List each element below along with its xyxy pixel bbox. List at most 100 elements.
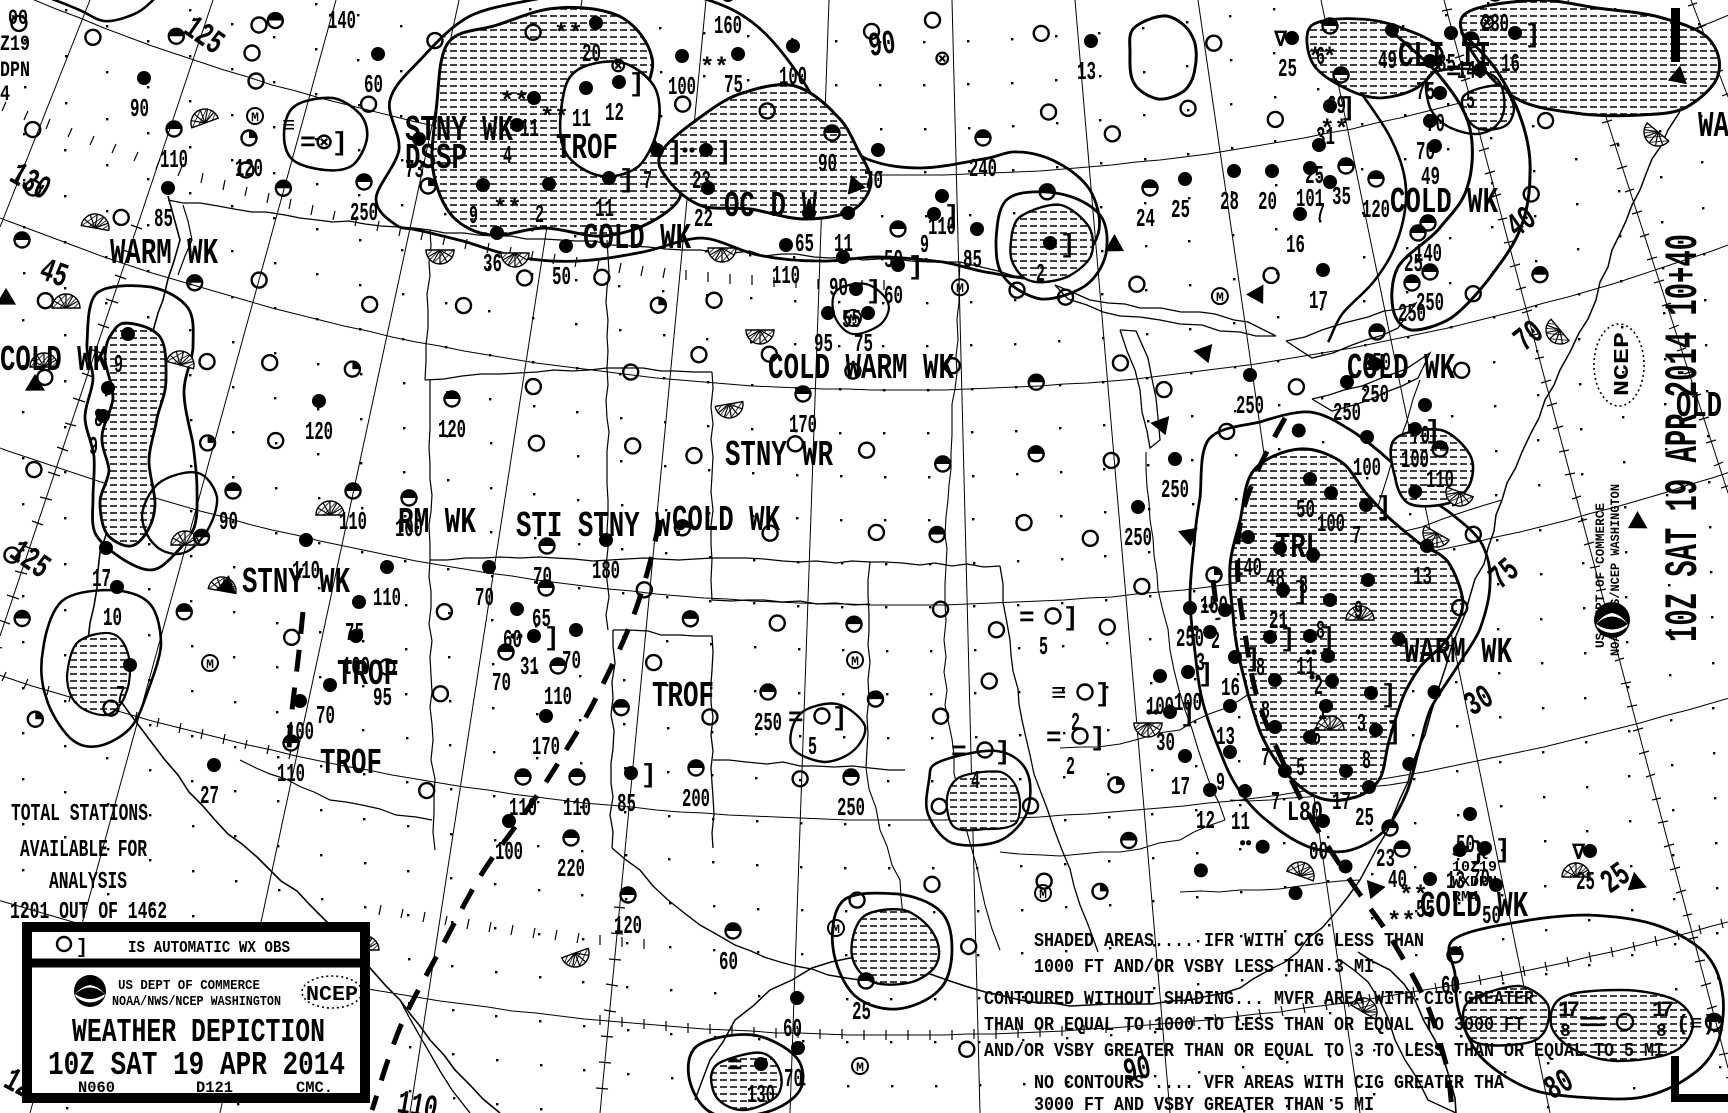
svg-text:7: 7: [1352, 521, 1361, 551]
svg-text:TOTAL STATIONS: TOTAL STATIONS: [11, 801, 148, 828]
svg-text:100: 100: [1317, 509, 1345, 539]
svg-text:]: ]: [716, 137, 732, 167]
svg-text:7: 7: [1271, 787, 1280, 817]
svg-text:23: 23: [692, 166, 711, 196]
svg-text:250: 250: [1176, 624, 1204, 654]
svg-text:00: 00: [1309, 837, 1328, 867]
svg-text:100: 100: [779, 62, 807, 92]
svg-text:60: 60: [503, 625, 522, 655]
svg-text:4: 4: [0, 82, 10, 107]
svg-text:101: 101: [1296, 184, 1324, 214]
svg-text:3: 3: [1357, 709, 1366, 739]
svg-text:TRL: TRL: [1275, 527, 1321, 568]
svg-text:∇: ∇: [1273, 28, 1288, 53]
svg-text:25: 25: [1171, 195, 1190, 225]
svg-text:]: ]: [1280, 624, 1296, 654]
svg-text:17: 17: [1309, 286, 1328, 316]
svg-text:⊗: ⊗: [611, 54, 626, 81]
svg-text:11: 11: [834, 229, 853, 259]
svg-text:90: 90: [219, 507, 238, 537]
svg-text:140: 140: [1234, 553, 1262, 583]
svg-text:70: 70: [1426, 109, 1445, 139]
svg-text:90: 90: [130, 94, 149, 124]
svg-text:2: 2: [1066, 752, 1075, 782]
svg-text:M: M: [206, 657, 214, 672]
svg-text:120: 120: [305, 417, 333, 447]
svg-text:27: 27: [200, 781, 219, 811]
svg-text:WARM WK: WARM WK: [1404, 632, 1512, 673]
svg-text:RM4: RM4: [1452, 889, 1479, 906]
svg-text:WXDPN: WXDPN: [1452, 874, 1497, 891]
svg-text:9: 9: [89, 432, 98, 462]
svg-text:]: ]: [76, 937, 88, 960]
svg-text:NCEP: NCEP: [306, 984, 358, 1007]
svg-text:13: 13: [1446, 866, 1465, 896]
svg-text:]: ]: [1198, 659, 1214, 689]
svg-text:13: 13: [1413, 562, 1432, 592]
svg-text:250: 250: [1124, 523, 1152, 553]
svg-text:95: 95: [373, 683, 392, 713]
svg-text:9: 9: [1216, 768, 1225, 798]
svg-text:DSSP: DSSP: [405, 138, 467, 179]
svg-text:=⊗]: =⊗]: [300, 128, 348, 158]
svg-text:4: 4: [971, 766, 980, 796]
svg-text:60: 60: [884, 281, 903, 311]
svg-text:90: 90: [866, 26, 898, 67]
svg-text:NOAA/NWS/NCEP WASHINGTON: NOAA/NWS/NCEP WASHINGTON: [112, 994, 281, 1010]
svg-text:250: 250: [1398, 299, 1426, 329]
svg-text:70: 70: [562, 646, 581, 676]
svg-text:10Z19: 10Z19: [1452, 859, 1497, 876]
svg-text:1000 FT AND/OR VSBY LESS THAN: 1000 FT AND/OR VSBY LESS THAN 3 MI: [1034, 956, 1374, 978]
svg-text:11: 11: [1296, 652, 1315, 682]
svg-text:65: 65: [795, 229, 814, 259]
svg-text:**: **: [540, 105, 569, 132]
svg-text:250: 250: [1161, 475, 1189, 505]
svg-text:50: 50: [1296, 495, 1315, 525]
svg-text:230: 230: [1481, 9, 1509, 39]
svg-text:3000 FT AND VSBY GREATER THAN: 3000 FT AND VSBY GREATER THAN 5 MI: [1034, 1094, 1374, 1113]
svg-text:8: 8: [1560, 1022, 1571, 1042]
svg-text:73: 73: [405, 155, 424, 185]
svg-text:7: 7: [1261, 743, 1270, 773]
svg-text:ANALYSIS: ANALYSIS: [49, 869, 127, 896]
svg-text:250: 250: [837, 793, 865, 823]
svg-text:=: =: [1019, 603, 1035, 633]
svg-text:]: ]: [1425, 416, 1441, 446]
svg-text:=: =: [788, 703, 804, 733]
svg-text:]: ]: [995, 737, 1011, 767]
svg-text:⊗: ⊗: [1480, 11, 1495, 38]
svg-text:8: 8: [1261, 696, 1270, 726]
svg-text:17: 17: [1652, 998, 1674, 1023]
svg-text:STNY WR: STNY WR: [725, 435, 833, 476]
svg-text:**: **: [500, 89, 529, 116]
svg-text:]: ]: [1090, 723, 1106, 753]
svg-text:90: 90: [829, 273, 848, 303]
svg-text:120: 120: [1362, 195, 1390, 225]
svg-text:COLD WARM WK: COLD WARM WK: [768, 348, 954, 389]
svg-text:2: 2: [535, 200, 544, 230]
svg-text:SHADED AREAS.... IFR WITH CIG: SHADED AREAS.... IFR WITH CIG LESS THAN: [1034, 930, 1424, 952]
svg-text:**: **: [1308, 45, 1337, 72]
svg-text:170: 170: [789, 410, 817, 440]
svg-text:M: M: [251, 110, 259, 125]
svg-text:25: 25: [1576, 867, 1595, 897]
svg-text:**: **: [700, 55, 729, 82]
svg-text:100: 100: [1174, 688, 1202, 718]
svg-text:95: 95: [814, 329, 833, 359]
svg-text:TROF: TROF: [320, 743, 382, 784]
svg-text:1: 1: [1318, 697, 1327, 727]
svg-text:4: 4: [503, 141, 512, 171]
svg-text:COLD WK: COLD WK: [1420, 886, 1528, 927]
svg-text:250: 250: [754, 708, 782, 738]
svg-text:]: ]: [944, 201, 960, 231]
svg-text:5: 5: [1466, 86, 1475, 116]
svg-text:]: ]: [1376, 492, 1392, 522]
svg-text:35: 35: [1332, 182, 1351, 212]
svg-text:M: M: [856, 1060, 864, 1075]
svg-text:7: 7: [1316, 198, 1325, 228]
svg-text:M: M: [849, 312, 857, 327]
svg-text:110: 110: [1426, 465, 1454, 495]
svg-text:00: 00: [8, 6, 28, 31]
svg-text:17: 17: [1332, 787, 1351, 817]
svg-text:60: 60: [364, 70, 383, 100]
